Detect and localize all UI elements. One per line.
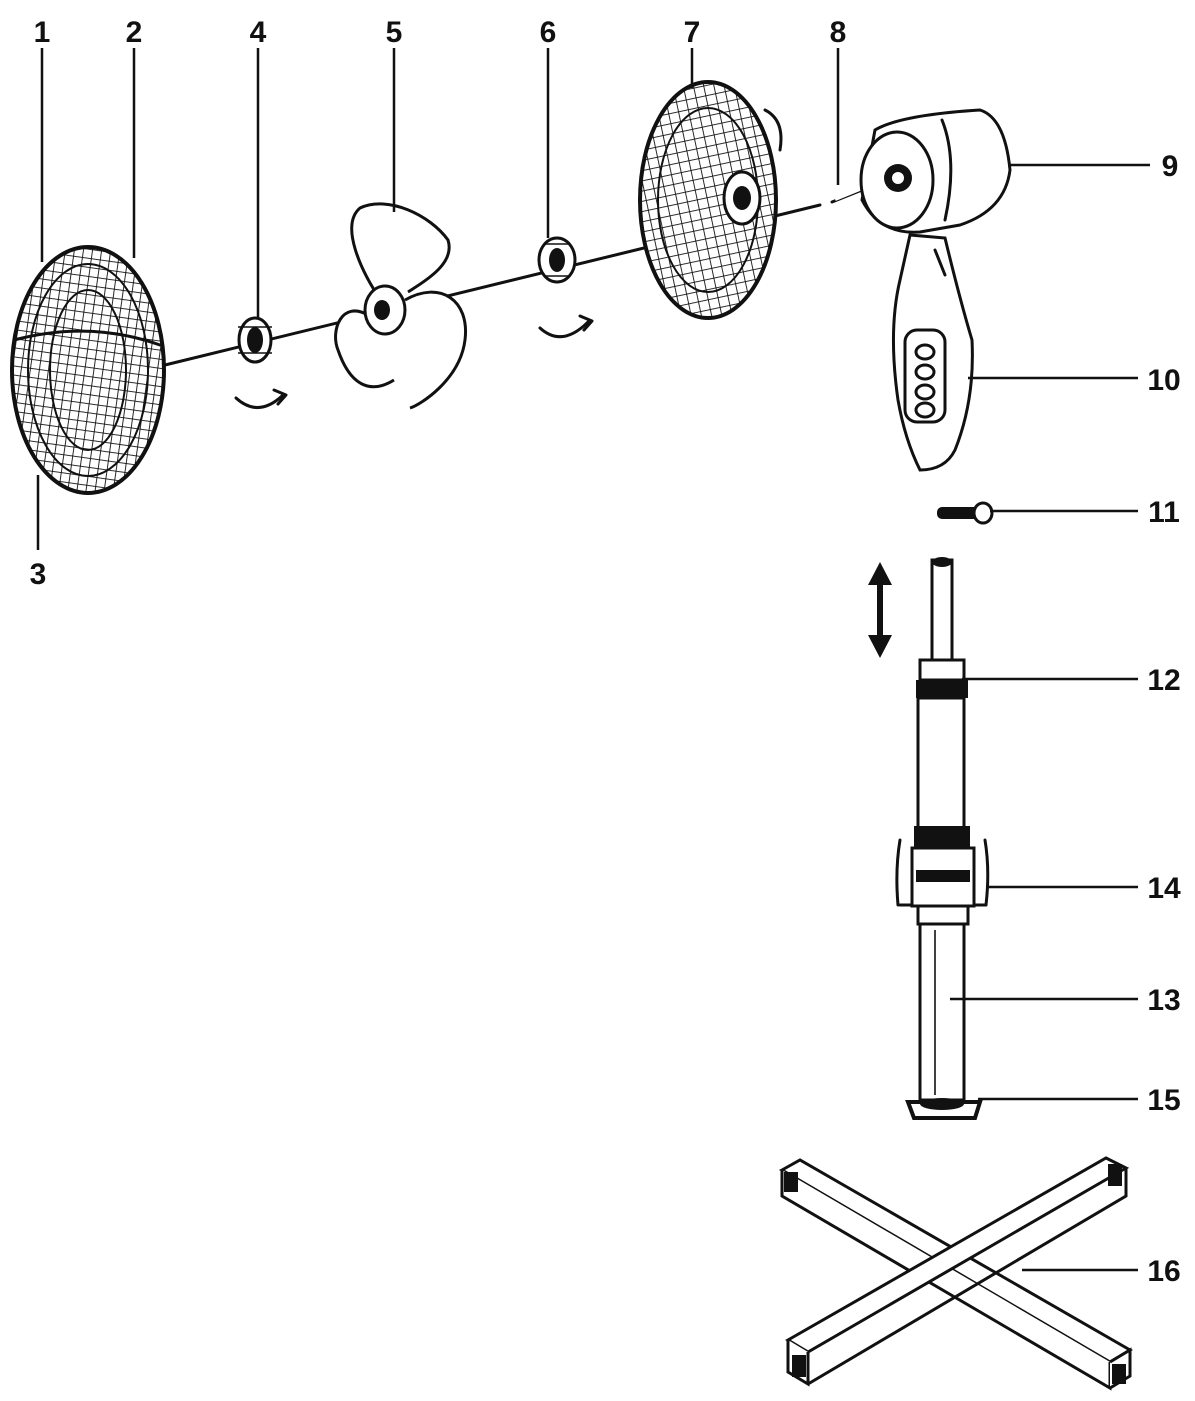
rotate-arrow-icon [234, 394, 284, 409]
callout-16: 16 [1147, 1255, 1180, 1288]
callout-4: 4 [250, 16, 267, 49]
callout-6: 6 [540, 16, 557, 49]
motor-housing-9 [859, 108, 1012, 234]
rear-locking-nut-6 [537, 236, 577, 284]
callout-10: 10 [1147, 364, 1180, 397]
callout-15: 15 [1147, 1084, 1180, 1117]
base-plate-15 [905, 1098, 983, 1120]
callout-9: 9 [1162, 150, 1179, 183]
cross-base-16 [778, 1156, 1133, 1391]
callout-5: 5 [386, 16, 403, 49]
front-guard-grille [10, 245, 166, 495]
screw-11 [937, 501, 994, 525]
spinner-nut-4 [237, 316, 273, 364]
fan-blade-5 [334, 202, 468, 410]
callout-11: 11 [1148, 496, 1180, 529]
callout-7: 7 [684, 16, 701, 49]
outer-tube-13 [918, 922, 966, 1102]
inner-tube-12 [916, 557, 968, 830]
callout-12: 12 [1147, 664, 1180, 697]
height-adjust-arrow-icon [868, 562, 892, 658]
callout-8: 8 [830, 16, 847, 49]
callout-13: 13 [1147, 984, 1180, 1017]
callout-14: 14 [1147, 872, 1181, 905]
fan-body-10 [891, 233, 974, 472]
callout-3: 3 [30, 558, 47, 591]
rotate-arrow-icon-2 [538, 320, 590, 339]
callout-2: 2 [126, 16, 143, 49]
rear-guard-grille-7 [638, 80, 783, 320]
callout-1: 1 [34, 16, 51, 49]
clamp-collar-14 [895, 826, 990, 926]
